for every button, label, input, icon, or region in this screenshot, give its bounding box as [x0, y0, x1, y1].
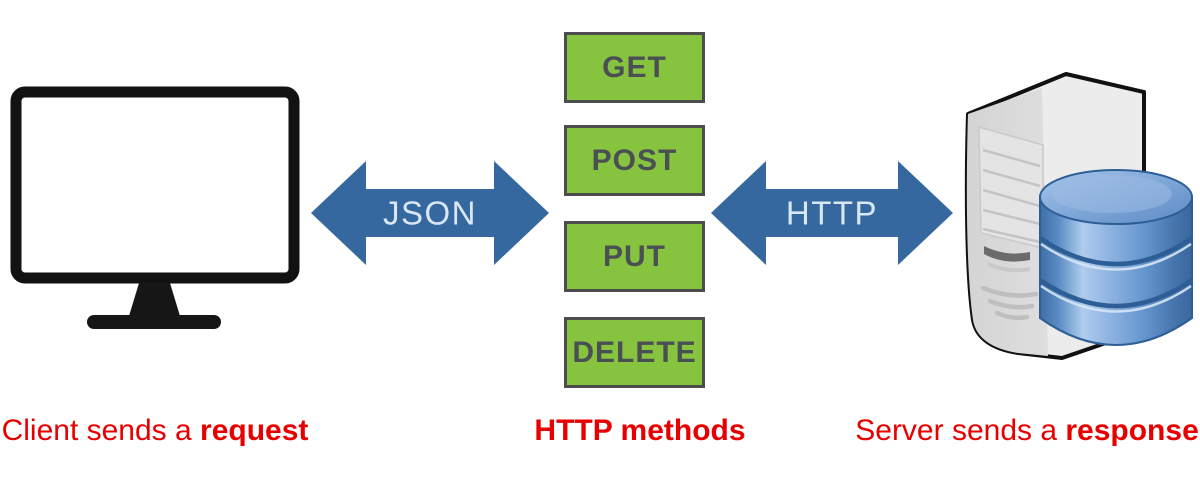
monitor-stand-base	[87, 315, 221, 329]
json-arrow-label: JSON	[383, 195, 477, 232]
monitor-screen	[10, 86, 300, 284]
server-caption-text: Server sends a	[855, 414, 1066, 447]
client-monitor-icon	[10, 86, 300, 329]
monitor-stand-neck	[129, 283, 180, 316]
json-arrow-shape	[311, 161, 549, 265]
database-divider-lower-highlight	[1040, 284, 1192, 313]
database-divider-lower	[1038, 278, 1194, 309]
database-divider-upper	[1038, 236, 1194, 267]
server-vent-lines	[980, 285, 1039, 321]
database-divider-upper-highlight	[1040, 242, 1192, 271]
json-double-arrow: JSON	[311, 161, 549, 265]
methods-caption: HTTP methods	[534, 414, 746, 447]
method-box-put: PUT	[564, 221, 705, 292]
method-box-get: GET	[564, 32, 705, 103]
server-handle-shadow	[988, 262, 1030, 273]
method-box-delete: DELETE	[564, 317, 705, 388]
server-bay-slats	[982, 148, 1041, 244]
database-icon	[1038, 169, 1194, 346]
method-box-post: POST	[564, 125, 705, 196]
http-double-arrow: HTTP	[711, 161, 953, 265]
http-arrow-shape	[711, 161, 953, 265]
database-top-inner-sheen	[1052, 175, 1172, 213]
server-caption: Server sends a response	[853, 413, 1200, 449]
http-arrow-label: HTTP	[786, 195, 878, 232]
database-body	[1039, 196, 1193, 346]
client-caption-bold: request	[200, 414, 309, 447]
client-caption: Client sends a request	[0, 413, 320, 449]
server-handle	[984, 246, 1030, 262]
server-caption-bold: response	[1065, 414, 1199, 447]
client-caption-text: Client sends a	[1, 414, 201, 447]
